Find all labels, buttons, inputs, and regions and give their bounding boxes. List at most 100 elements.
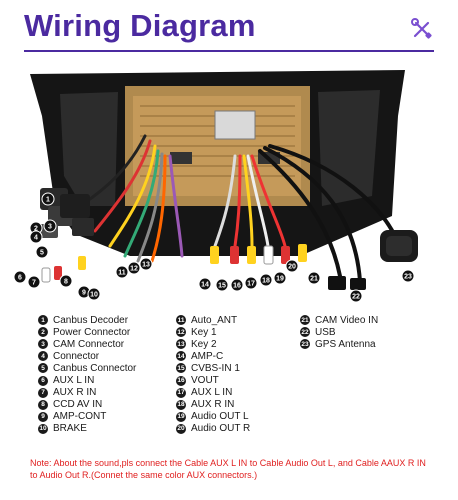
callout-number: 21 (310, 276, 318, 283)
legend-number-badge: 23 (300, 339, 310, 350)
usb-plug (328, 276, 346, 290)
callout-badge (401, 269, 415, 283)
callout-number: 23 (404, 274, 412, 281)
legend-number-badge: 21 (300, 315, 310, 326)
page-title: Wiring Diagram (24, 8, 256, 43)
legend-label: Audio OUT L (191, 411, 249, 423)
legend-item: 19 Audio OUT L (176, 411, 250, 423)
legend-number-badge: 13 (176, 339, 186, 350)
callout-badge (244, 276, 258, 290)
legend-label: Canbus Decoder (53, 314, 129, 326)
legend-number-badge: 20 (176, 423, 186, 434)
legend-item: 8 CCD AV IN (38, 399, 136, 411)
callout-badge (198, 277, 212, 291)
legend-label: Audio OUT R (191, 423, 251, 435)
frame-right-vent (318, 90, 380, 206)
legend-item: 15 CVBS-IN 1 (176, 362, 250, 374)
callout-badge (35, 245, 49, 259)
callout-number: 5 (40, 250, 44, 257)
legend-number-badge: 17 (176, 387, 186, 398)
legend-label: AUX L IN (191, 387, 233, 399)
callout-number: 15 (218, 283, 226, 290)
callout-number: 18 (262, 278, 270, 285)
callout-number: 13 (142, 262, 150, 269)
callout-number: 4 (34, 235, 38, 242)
title-underline (24, 50, 434, 52)
legend-number-badge: 10 (38, 423, 48, 434)
legend-label: Connector (53, 350, 100, 362)
callout-badge (87, 287, 101, 301)
legend-number-badge: 19 (176, 411, 186, 422)
legend-label: CCD AV IN (53, 399, 103, 411)
legend-label: AMP-C (191, 350, 224, 362)
legend-item: 3 CAM Connector (38, 338, 136, 350)
rca-plugs-left (41, 256, 86, 283)
callout-number: 7 (32, 280, 36, 287)
callout-number: 6 (18, 275, 22, 282)
legend-number-badge: 11 (176, 315, 186, 326)
legend-label: USB (315, 326, 336, 338)
wrench-screwdriver-icon (411, 18, 432, 39)
callout-number: 14 (201, 282, 209, 289)
callout-badge (139, 257, 153, 271)
legend-item: 14 AMP-C (176, 350, 250, 362)
legend-number-badge: 15 (176, 363, 186, 374)
callout-badge (127, 261, 141, 275)
callout-number: 10 (90, 292, 98, 299)
rca-plugs-center (210, 244, 307, 265)
legend-label: Canbus Connector (53, 362, 137, 374)
legend-number-badge: 12 (176, 327, 186, 338)
legend-number-badge: 9 (38, 411, 48, 422)
callout-badge (259, 273, 273, 287)
legend-number-badge: 8 (38, 399, 48, 410)
callout-badge (115, 265, 129, 279)
callout-badge (215, 278, 229, 292)
legend-label: VOUT (191, 375, 219, 387)
callout-number: 3 (48, 224, 52, 231)
callout-number: 11 (118, 270, 126, 277)
legend-label: CAM Video IN (315, 314, 379, 326)
legend-label: Auto_ANT (191, 314, 238, 326)
callout-badge (273, 271, 287, 285)
legend-column-2: 11 Auto_ANT 12 Key 1 13 Key 2 14 AMP-C 15 CVBS-IN… (176, 314, 250, 435)
callout-badge (230, 278, 244, 292)
callout-number: 2 (34, 226, 38, 233)
legend-item: 20 Audio OUT R (176, 423, 250, 435)
frame-left-vent (60, 92, 118, 206)
legend-number-badge: 16 (176, 375, 186, 386)
legend-item: 17 AUX L IN (176, 387, 250, 399)
legend-item: 13 Key 2 (176, 338, 250, 350)
callout-badge (59, 274, 73, 288)
legend-number-badge: 6 (38, 375, 48, 386)
legend-number-badge: 4 (38, 351, 48, 362)
legend-number-badge: 14 (176, 351, 186, 362)
legend-number-badge: 22 (300, 327, 310, 338)
callout-number: 19 (276, 276, 284, 283)
callout-badge (29, 230, 43, 244)
legend-label: Key 2 (191, 338, 217, 350)
legend-number-badge: 3 (38, 339, 48, 350)
legend-item: 16 VOUT (176, 374, 250, 386)
callout-number: 17 (247, 281, 255, 288)
legend-label: CAM Connector (53, 338, 125, 350)
legend-label: BRAKE (53, 423, 87, 435)
legend-label: CVBS-IN 1 (191, 362, 240, 374)
legend-item: 4 Connector (38, 350, 136, 362)
callout-badge (27, 275, 41, 289)
legend-item: 11 Auto_ANT (176, 314, 250, 326)
legend-label: Key 1 (191, 326, 217, 338)
callout-number: 12 (130, 266, 138, 273)
legend-label: AUX R IN (191, 399, 235, 411)
callout-number: 20 (288, 264, 296, 271)
callout-number: 16 (233, 283, 241, 290)
